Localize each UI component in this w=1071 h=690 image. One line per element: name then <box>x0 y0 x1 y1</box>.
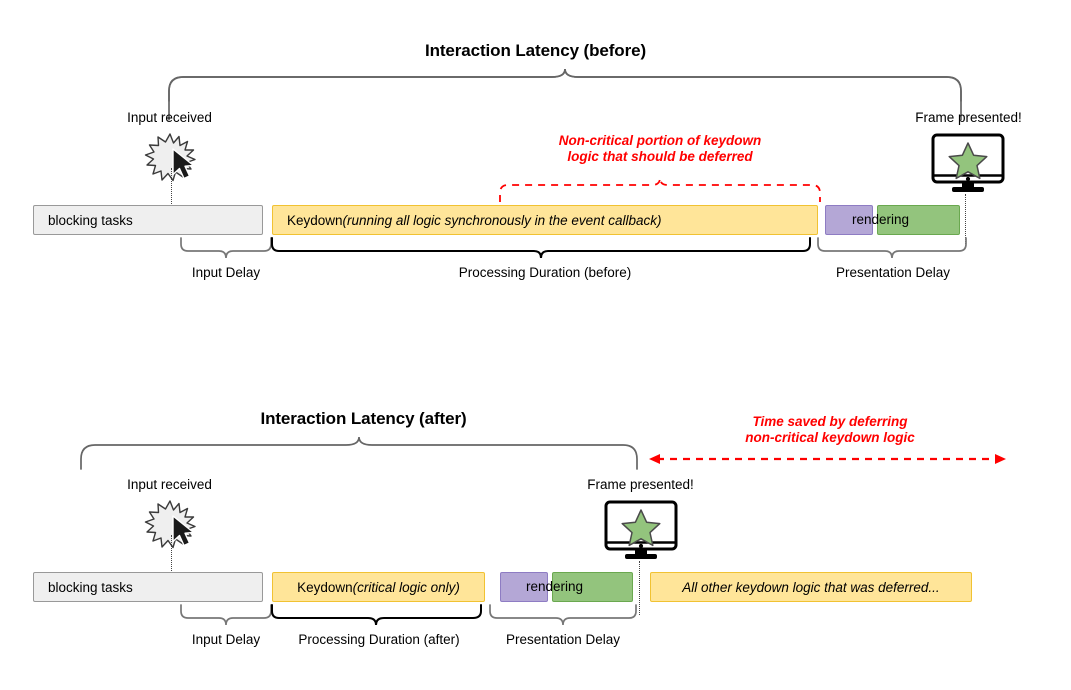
bar-blocking-tasks-before[interactable]: blocking tasks <box>33 205 263 235</box>
bar-label-prefix: Keydown <box>287 212 343 228</box>
bar-label-prefix: Keydown <box>297 579 353 595</box>
segment-brace-presentation-after <box>489 604 637 626</box>
frame-guide-line-before <box>965 194 966 248</box>
segment-label-presentation-before: Presentation Delay <box>835 265 951 280</box>
segment-label-input-delay-before: Input Delay <box>191 265 261 280</box>
annotation-line-2: non-critical keydown logic <box>745 430 915 445</box>
monitor-icon <box>931 133 1005 192</box>
segment-label-input-delay-after: Input Delay <box>191 632 261 647</box>
bar-rendering-green-after[interactable] <box>552 572 633 602</box>
frame-guide-line-after <box>639 561 640 615</box>
segment-brace-processing-before <box>271 237 811 259</box>
segment-brace-processing-after <box>271 604 482 626</box>
segment-label-processing-after: Processing Duration (after) <box>298 632 460 647</box>
input-guide-line-before <box>171 168 172 210</box>
bar-rendering-purple-before[interactable] <box>825 205 873 235</box>
bar-rendering-purple-after[interactable] <box>500 572 548 602</box>
bar-keydown-before[interactable]: Keydown (running all logic synchronously… <box>272 205 818 235</box>
segment-brace-presentation-before <box>817 237 967 259</box>
noncritical-annotation-before: Non-critical portion of keydown logic th… <box>498 133 822 165</box>
page-title-after: Interaction Latency (after) <box>260 409 467 428</box>
spark-burst-icon <box>144 133 196 182</box>
bar-keydown-after[interactable]: Keydown (critical logic only) <box>272 572 485 602</box>
frame-presented-label-before: Frame presented! <box>915 110 1022 125</box>
noncritical-dashed-brace <box>499 177 821 202</box>
annotation-line-2: logic that should be deferred <box>567 149 753 164</box>
rendering-label-before: rendering <box>851 212 910 227</box>
time-saved-annotation-after: Time saved by deferring non-critical key… <box>660 414 1000 446</box>
star-icon <box>621 509 661 547</box>
input-received-label-after: Input received <box>127 477 212 492</box>
segment-label-presentation-after: Presentation Delay <box>505 632 621 647</box>
annotation-line-1: Non-critical portion of keydown <box>558 133 762 148</box>
bar-blocking-tasks-after[interactable]: blocking tasks <box>33 572 263 602</box>
monitor-icon <box>604 500 678 559</box>
bar-label-detail: (critical logic only) <box>352 579 460 595</box>
frame-presented-label-after: Frame presented! <box>587 477 694 492</box>
input-guide-line-after <box>171 535 172 577</box>
input-received-label-before: Input received <box>127 110 212 125</box>
bar-label: All other keydown logic that was deferre… <box>682 579 940 595</box>
spark-burst-icon <box>144 500 196 549</box>
segment-brace-input-delay-after <box>180 604 272 626</box>
mouse-cursor-icon <box>172 515 195 547</box>
rendering-label-after: rendering <box>525 579 584 594</box>
interaction-latency-brace-before <box>168 68 962 121</box>
star-icon <box>948 142 988 180</box>
bar-label: blocking tasks <box>48 579 133 595</box>
bar-label: blocking tasks <box>48 212 133 228</box>
annotation-line-1: Time saved by deferring <box>752 414 908 429</box>
bar-label-detail: (running all logic synchronously in the … <box>342 212 662 228</box>
time-saved-arrow-after <box>649 454 1006 464</box>
interaction-latency-brace-after <box>80 436 638 470</box>
segment-brace-input-delay-before <box>180 237 272 259</box>
bar-rendering-green-before[interactable] <box>877 205 960 235</box>
segment-label-processing-before: Processing Duration (before) <box>458 265 632 280</box>
mouse-cursor-icon <box>172 148 195 180</box>
bar-deferred-keydown-after[interactable]: All other keydown logic that was deferre… <box>650 572 972 602</box>
page-title-before: Interaction Latency (before) <box>424 41 647 60</box>
